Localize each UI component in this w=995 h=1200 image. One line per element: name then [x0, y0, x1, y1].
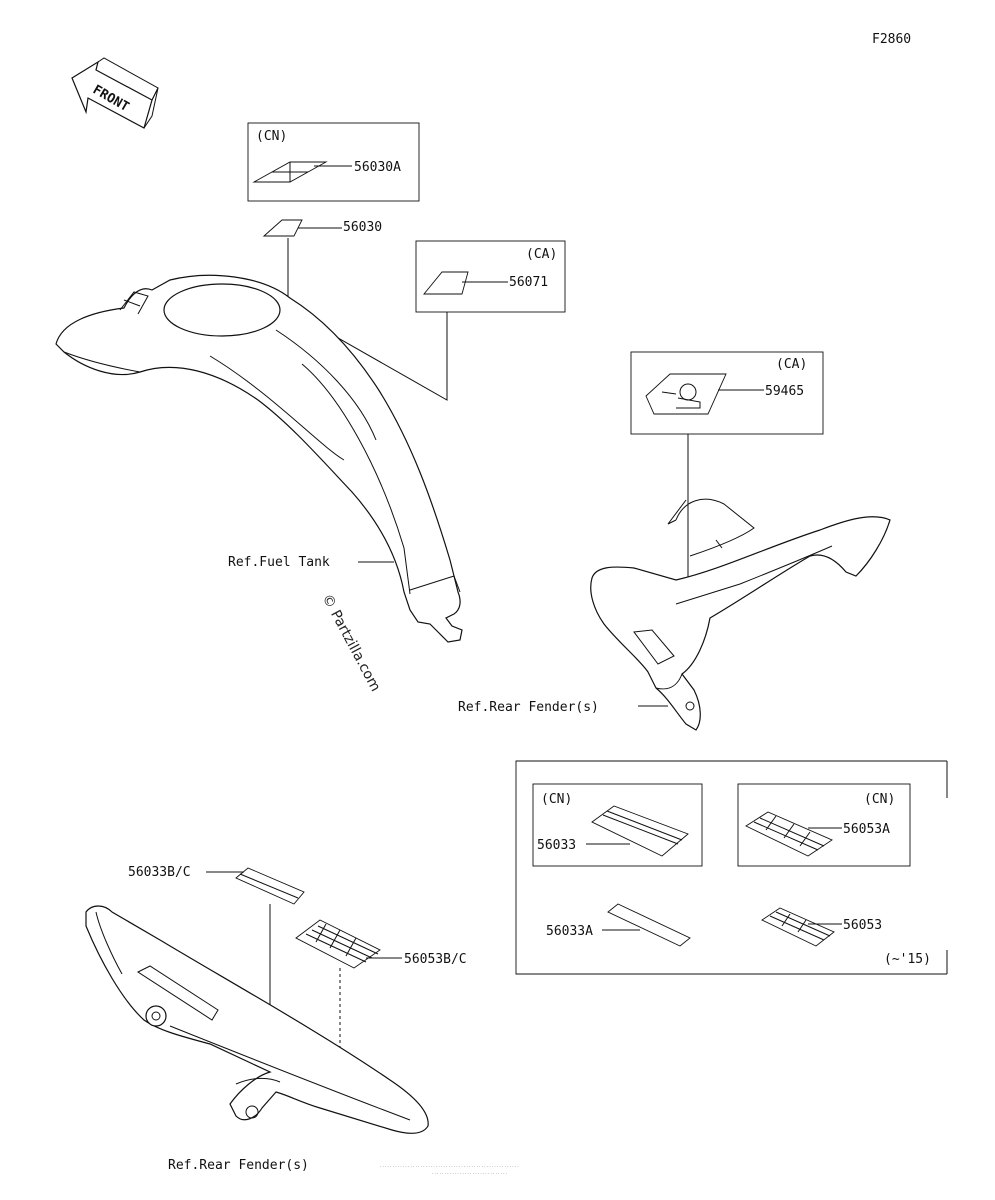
part-number-56071: 56071: [509, 275, 548, 290]
variant-group-box: [515, 760, 947, 975]
decal-59465: [645, 373, 727, 415]
decal-56033a: [607, 903, 691, 947]
ca-box-59465: [630, 351, 824, 435]
watermark: © Partzilla.com: [318, 591, 383, 694]
part-number-56030: 56030: [343, 220, 382, 235]
decal-56030: [262, 219, 303, 237]
decal-56033bc: [235, 867, 305, 905]
front-arrow-icon: FRONT: [71, 57, 159, 129]
part-number-56053: 56053: [843, 918, 882, 933]
ref-rear-fender-bottom-label: Ref.Rear Fender(s): [168, 1158, 309, 1173]
decal-56071: [423, 271, 469, 295]
part-number-56033bc: 56033B/C: [128, 865, 191, 880]
fuel-cap-opening: [163, 283, 281, 337]
part-number-56053bc: 56053B/C: [404, 952, 467, 967]
fuel-tank-drawing: [55, 274, 463, 643]
decal-56033: [591, 805, 689, 857]
cn-box-56033: [532, 783, 703, 867]
svg-text:· · · · · · · · · · · · · · ·: · · · · · · · · · · · · · · · · · · · · …: [432, 1171, 507, 1176]
part-number-56033: 56033: [537, 838, 576, 853]
svg-text:· · · · · · · · · · · · · · ·: · · · · · · · · · · · · · · · · · · · · …: [380, 1164, 519, 1169]
decal-56030a: [252, 161, 328, 183]
part-number-59465: 59465: [765, 384, 804, 399]
decal-56053a: [745, 811, 833, 857]
region-cn-3: (CN): [864, 792, 895, 807]
region-ca-2: (CA): [776, 357, 807, 372]
decal-56053bc: [295, 919, 381, 969]
cn-box-56030a: [247, 122, 420, 202]
region-cn-2: (CN): [541, 792, 572, 807]
ref-rear-fender-top-label: Ref.Rear Fender(s): [458, 700, 599, 715]
rear-fender-bottom-drawing: [85, 905, 429, 1134]
cn-box-56053a: [737, 783, 911, 867]
decal-56053: [761, 907, 835, 947]
region-cn-1: (CN): [256, 129, 287, 144]
part-number-56053a: 56053A: [843, 822, 890, 837]
year-note: (~'15): [884, 952, 931, 967]
diagram-code: F2860: [872, 32, 911, 47]
ca-box-56071: [415, 240, 566, 313]
ref-fuel-tank-label: Ref.Fuel Tank: [228, 555, 330, 570]
part-number-56033a: 56033A: [546, 924, 593, 939]
part-number-56030a: 56030A: [354, 160, 401, 175]
region-ca-1: (CA): [526, 247, 557, 262]
rear-fender-top-drawing: [590, 498, 891, 731]
